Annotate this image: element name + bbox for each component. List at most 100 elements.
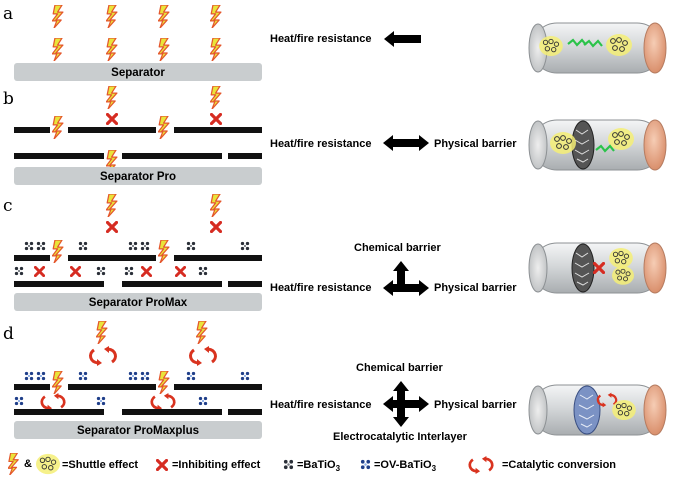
polysulfide-icon [612, 266, 634, 285]
inhibit-x-icon [156, 459, 168, 471]
shuttle-bolt-icon [196, 321, 208, 344]
batio3-particle-icon [140, 241, 150, 251]
battery-tube-c [528, 242, 667, 294]
legend: & =Shuttle effect =Inhibiting effect =Ba… [8, 453, 616, 475]
shuttle-bolt-icon [106, 38, 118, 61]
separator-layer [122, 409, 222, 415]
left-arrow-icon [384, 31, 421, 47]
legend-catalytic-label: =Catalytic conversion [502, 459, 616, 471]
shuttle-bolt-icon [158, 371, 170, 394]
ov-batio3-particle-icon [360, 459, 371, 470]
ov-batio3-particle-icon [14, 396, 24, 406]
shuttle-bolt-icon [210, 194, 222, 217]
panel-a: a Separator Heat/fire resistance [3, 4, 421, 81]
shuttle-bolt-icon [106, 194, 118, 217]
batio3-particle-icon [198, 266, 208, 276]
batio3-particle-icon [186, 241, 196, 251]
shuttle-bolt-icon [8, 453, 19, 475]
ov-batio3-particle-icon [36, 371, 46, 381]
separator-label: Separator ProMax [89, 297, 188, 309]
inhibit-x-icon [210, 113, 222, 125]
batio3-particle-icon [124, 266, 134, 276]
legend-batio3-label: =BaTiO3 [297, 459, 341, 473]
inhibit-x-icon [106, 221, 118, 233]
shuttle-bolt-icon [158, 240, 170, 263]
polysulfide-icon [612, 400, 636, 420]
shuttle-bolt-icon [158, 116, 170, 139]
electrocatalytic-interlayer-label: Electrocatalytic Interlayer [333, 431, 468, 443]
chemical-barrier-label: Chemical barrier [354, 242, 442, 254]
ov-batio3-particle-icon [198, 396, 208, 406]
batio3-particle-icon [240, 241, 250, 251]
batio3-particle-icon [96, 266, 106, 276]
inhibit-x-icon [175, 266, 186, 277]
ov-batio3-particle-icon [140, 371, 150, 381]
three-way-arrow-icon [383, 261, 429, 296]
physical-barrier-label: Physical barrier [434, 399, 517, 411]
legend-shuttle-label: =Shuttle effect [62, 459, 138, 471]
four-way-arrow-icon [383, 381, 429, 427]
batio3-particle-icon [128, 241, 138, 251]
separator-base [14, 421, 262, 439]
ov-batio3-particle-icon [186, 371, 196, 381]
shuttle-bolt-icon [210, 38, 222, 61]
legend-inhibit-label: =Inhibiting effect [172, 459, 261, 471]
ov-batio3-particle-icon [24, 371, 34, 381]
ov-batio3-particle-icon [96, 396, 106, 406]
separator-label: Separator Pro [100, 171, 176, 183]
shuttle-bolt-icon [106, 5, 118, 28]
shuttle-bolt-icon [52, 116, 64, 139]
shuttle-bolt-icon [52, 5, 64, 28]
separator-layer [14, 409, 104, 415]
separator-layer [14, 153, 104, 159]
catalytic-arrow-icon [189, 346, 217, 366]
separator-layer [14, 384, 50, 390]
shuttle-bolt-icon [210, 5, 222, 28]
shuttle-bolt-icon [96, 321, 108, 344]
shuttle-bolt-icon [52, 240, 64, 263]
physical-barrier-label: Physical barrier [434, 282, 517, 294]
shuttle-bolt-icon [210, 86, 222, 109]
polysulfide-icon [36, 453, 60, 475]
shuttle-bolt-icon [158, 5, 170, 28]
separator-layer [14, 255, 50, 261]
separator-base [14, 167, 262, 185]
separator-layer [14, 281, 104, 287]
heat-fire-label: Heat/fire resistance [270, 282, 372, 294]
separator-layer [228, 281, 262, 287]
ov-batio3-particle-icon [128, 371, 138, 381]
separator-layer [122, 281, 222, 287]
separator-layer [68, 127, 156, 133]
polysulfide-icon [550, 132, 576, 154]
chemical-barrier-label: Chemical barrier [356, 362, 444, 374]
ov-batio3-particle-icon [78, 371, 88, 381]
separator-layer [14, 127, 50, 133]
inhibit-x-icon [141, 266, 152, 277]
inhibit-x-icon [70, 266, 81, 277]
separator-layer [68, 384, 156, 390]
separator-base [14, 293, 262, 311]
separator-layer [174, 384, 262, 390]
panel-letter: a [3, 4, 13, 24]
battery-tube-b [528, 119, 667, 171]
catalytic-arrow-icon [150, 393, 176, 411]
inhibit-x-icon [210, 221, 222, 233]
panel-letter: b [3, 89, 14, 109]
batio3-particle-icon [36, 241, 46, 251]
separator-layer [174, 255, 262, 261]
panel-c: c Separator ProMax Chemical barrier H [3, 194, 517, 311]
ov-batio3-particle-icon [240, 371, 250, 381]
double-arrow-icon [383, 135, 429, 151]
separator-label: Separator [111, 67, 165, 79]
inhibit-x-icon [106, 113, 118, 125]
separator-layer [174, 127, 262, 133]
panel-letter: c [3, 196, 13, 216]
legend-ov-batio3-label: =OV-BaTiO3 [374, 459, 437, 473]
polysulfide-icon [539, 36, 563, 56]
heat-fire-label: Heat/fire resistance [270, 138, 372, 150]
separator-layer [122, 153, 222, 159]
separator-base [14, 63, 262, 81]
batio3-particle-icon [24, 241, 34, 251]
physical-barrier-label: Physical barrier [434, 138, 517, 150]
